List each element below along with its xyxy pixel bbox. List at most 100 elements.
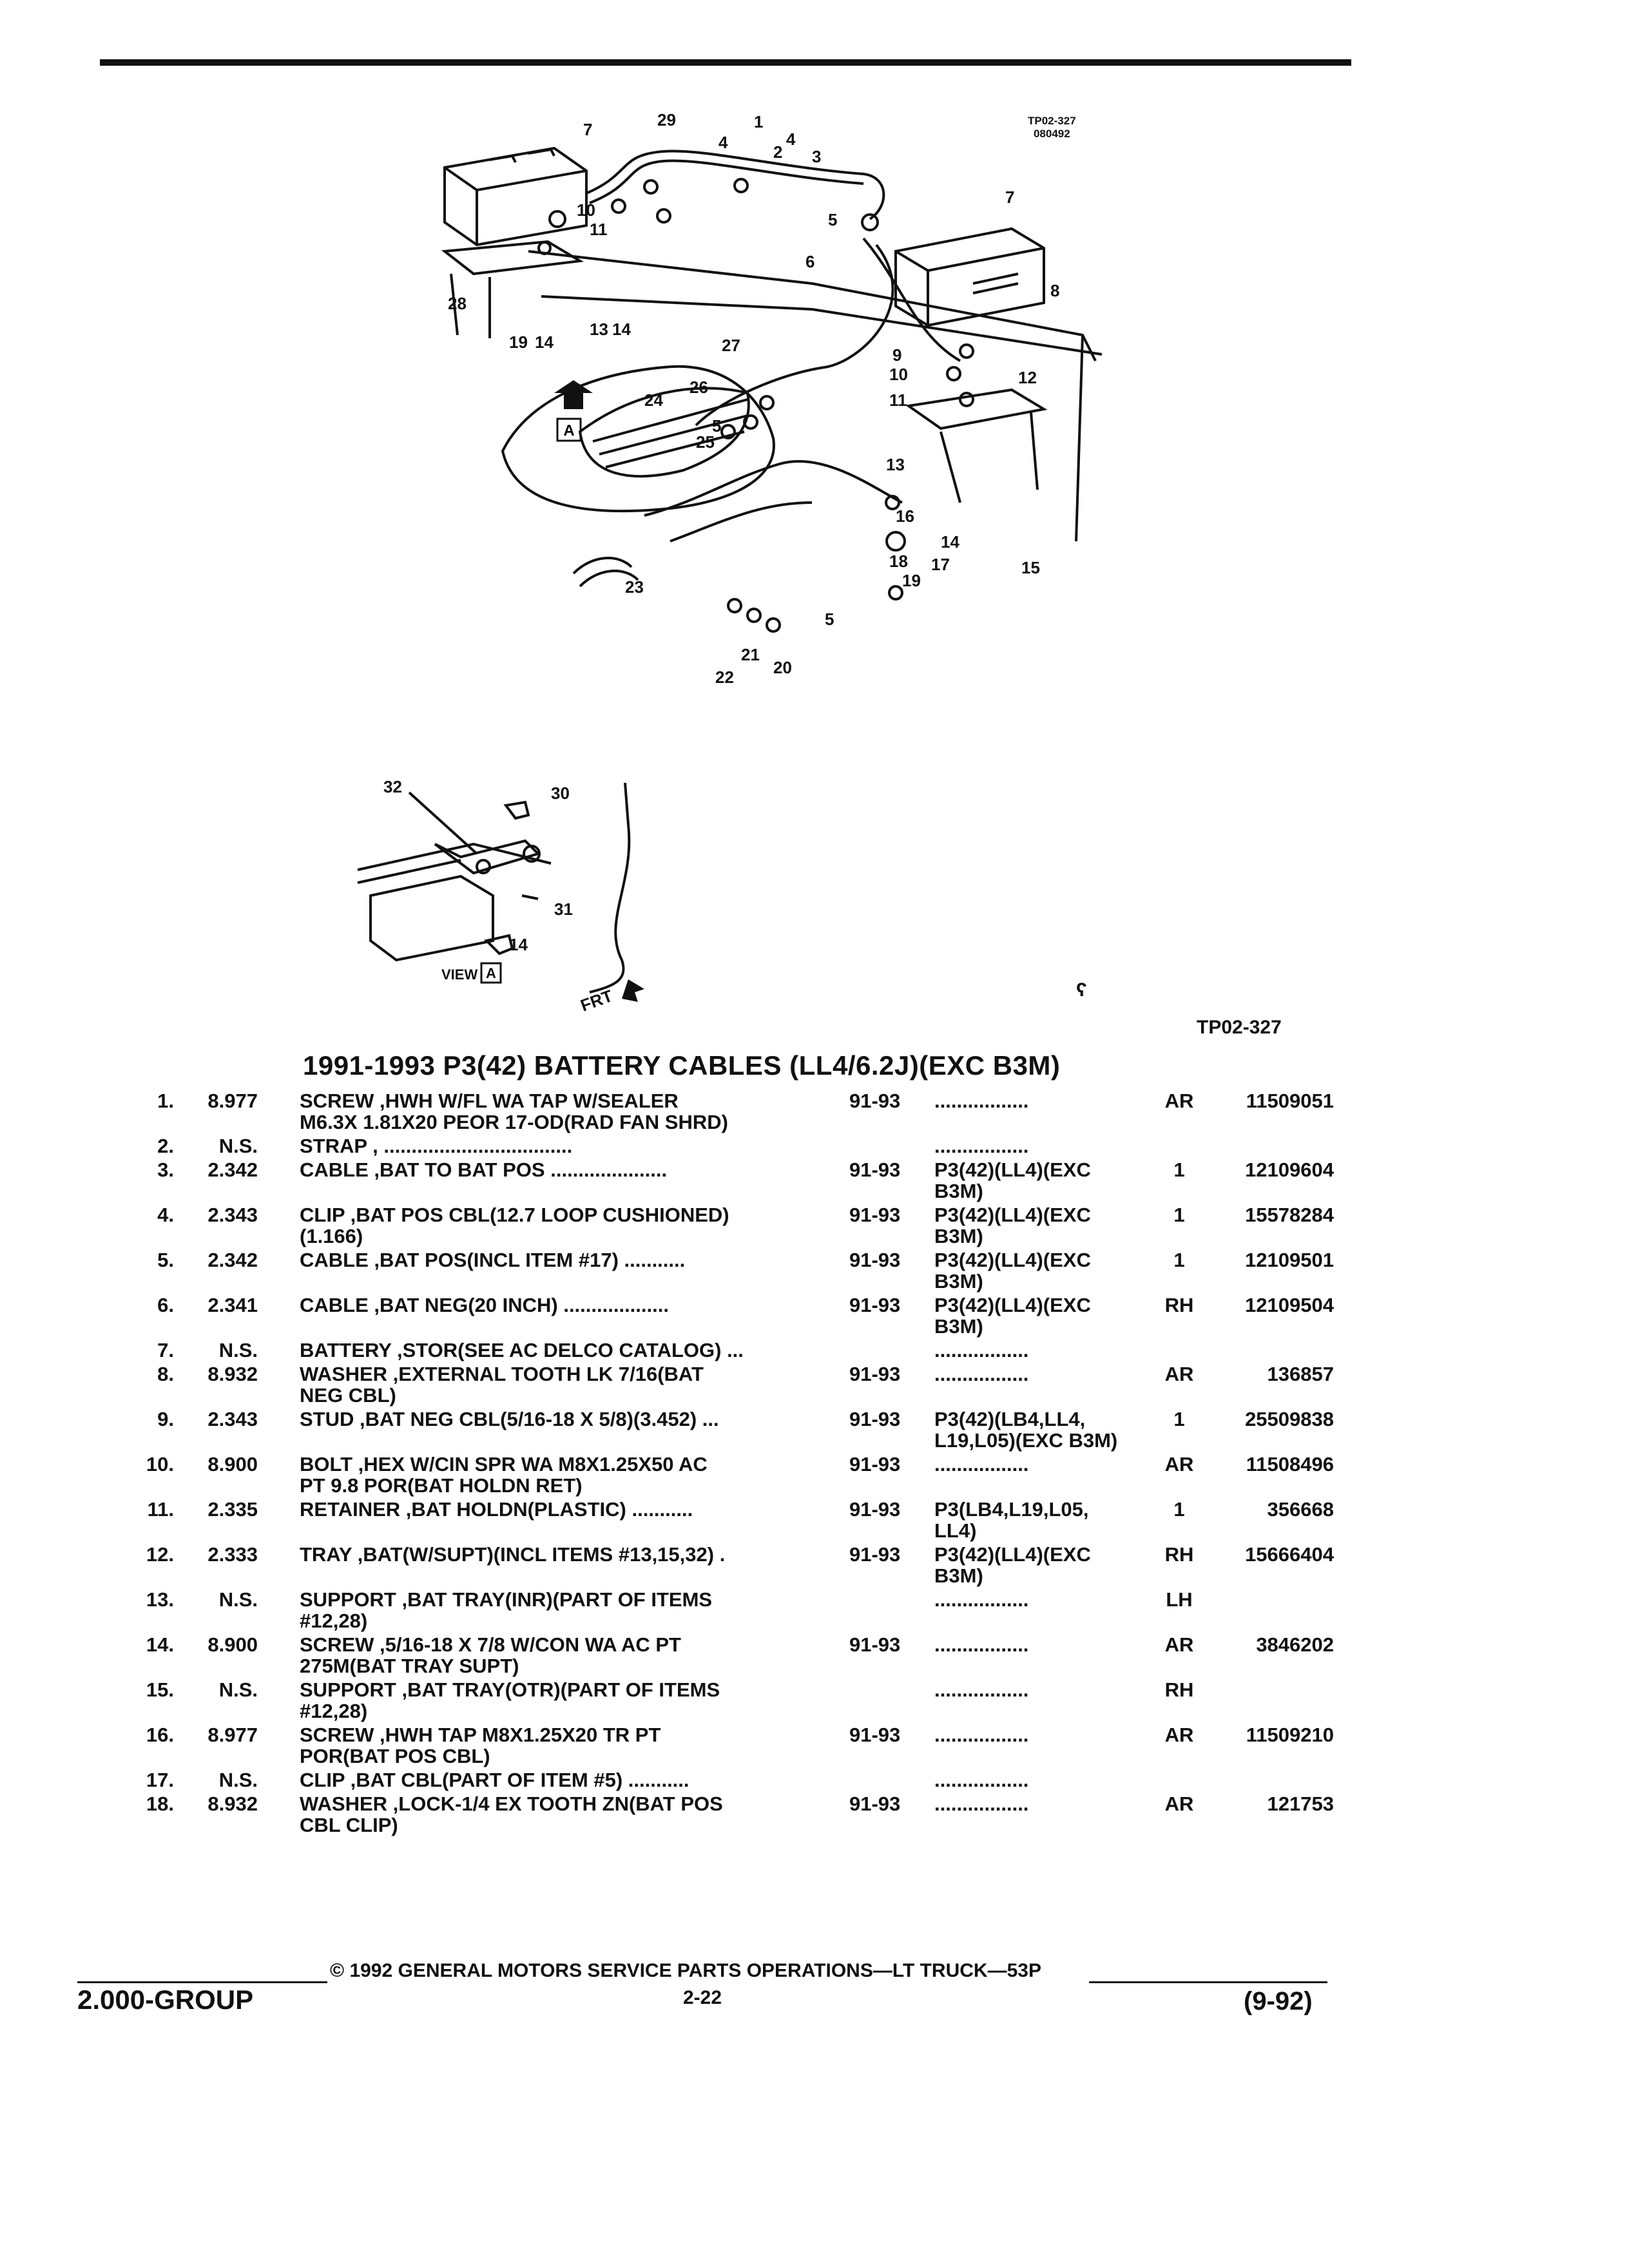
svg-text:28: 28 [448, 294, 467, 313]
item-number: 6. [157, 1294, 174, 1316]
parts-row: 2.N.S.STRAP , ..........................… [0, 1135, 1629, 1159]
application-line: ................. [934, 1792, 1029, 1815]
view-callout-30: 30 [551, 783, 570, 803]
parts-row: 7.N.S.BATTERY ,STOR(SEE AC DELCO CATALOG… [0, 1340, 1629, 1363]
application-line: ................. [934, 1090, 1029, 1112]
application: ................. [934, 1793, 1028, 1814]
part-description: SUPPORT ,BAT TRAY(OTR)(PART OF ITEMS#12,… [300, 1679, 720, 1722]
application: P3(42)(LB4,LL4,L19,L05)(EXC B3M) [934, 1408, 1117, 1451]
model-years: 91-93 [849, 1408, 901, 1430]
quantity: AR [1164, 1453, 1194, 1475]
footer-rule-left [77, 1981, 327, 1983]
item-number: 3. [157, 1158, 174, 1181]
description-line: #12,28) [300, 1700, 368, 1722]
part-number: 12109504 [1245, 1294, 1334, 1316]
group-number: 8.977 [207, 1724, 258, 1746]
svg-text:19: 19 [902, 571, 921, 590]
part-number: 11509210 [1246, 1724, 1334, 1746]
description-line: BATTERY ,STOR(SEE AC DELCO CATALOG) ... [300, 1339, 744, 1361]
model-years: 91-93 [849, 1543, 901, 1566]
item-number: 16. [146, 1724, 174, 1746]
frt-label: FRT [578, 986, 615, 1015]
application: ................. [934, 1589, 1028, 1610]
description-line: CLIP ,BAT CBL(PART OF ITEM #5) .........… [300, 1769, 689, 1791]
group-number: 2.343 [207, 1408, 258, 1430]
group-label: 2.000-GROUP [77, 1984, 254, 2015]
application-line: ................. [934, 1769, 1029, 1791]
application: ................. [934, 1724, 1028, 1745]
svg-text:11: 11 [590, 220, 608, 239]
group-number: 8.977 [207, 1090, 258, 1112]
application-line: ................. [934, 1453, 1029, 1475]
description-line: SUPPORT ,BAT TRAY(INR)(PART OF ITEMS [300, 1588, 713, 1611]
model-years: 91-93 [849, 1363, 901, 1385]
application-line: P3(LB4,L19,L05, [934, 1498, 1089, 1521]
group-number: N.S. [218, 1339, 258, 1361]
part-description: STRAP , ................................… [300, 1135, 572, 1157]
part-number: 12109604 [1245, 1158, 1334, 1181]
view-callout-14: 14 [509, 935, 528, 954]
part-description: CABLE ,BAT POS(INCL ITEM #17) ..........… [300, 1249, 685, 1271]
application-line: P3(42)(LL4)(EXC [934, 1543, 1091, 1566]
group-number: N.S. [218, 1678, 258, 1701]
view-a-inset-diagram: 32 30 31 14 VIEW A FRT [357, 777, 644, 1015]
item-number: 4. [157, 1204, 174, 1226]
part-description: RETAINER ,BAT HOLDN(PLASTIC) ........... [300, 1499, 693, 1520]
description-line: BOLT ,HEX W/CIN SPR WA M8X1.25X50 AC [300, 1453, 708, 1475]
svg-text:14: 14 [535, 332, 554, 352]
svg-text:10: 10 [577, 200, 595, 220]
top-rule [100, 59, 1351, 66]
quantity: RH [1164, 1678, 1194, 1701]
description-line: CABLE ,BAT POS(INCL ITEM #17) ..........… [300, 1249, 686, 1271]
svg-text:8: 8 [1050, 281, 1059, 300]
quantity: 1 [1173, 1204, 1185, 1226]
view-a-arrow-letter: A [563, 422, 574, 439]
model-years: 91-93 [849, 1633, 901, 1656]
part-description: CLIP ,BAT CBL(PART OF ITEM #5) .........… [300, 1769, 689, 1791]
svg-text:21: 21 [741, 645, 760, 664]
copyright-line: © 1992 GENERAL MOTORS SERVICE PARTS OPER… [330, 1960, 1041, 1981]
part-number: 3846202 [1256, 1633, 1334, 1656]
application-line: B3M) [934, 1225, 983, 1247]
svg-text:4: 4 [786, 130, 796, 149]
svg-text:13: 13 [886, 455, 905, 474]
quantity: RH [1164, 1543, 1194, 1566]
group-number: 8.932 [207, 1792, 258, 1815]
part-description: CABLE ,BAT NEG(20 INCH) ................… [300, 1294, 669, 1316]
quantity: 1 [1173, 1158, 1185, 1181]
quantity: 1 [1173, 1249, 1185, 1271]
description-line: CLIP ,BAT POS CBL(12.7 LOOP CUSHIONED) [300, 1204, 729, 1226]
svg-text:5: 5 [825, 610, 834, 629]
quantity: 1 [1173, 1408, 1185, 1430]
application-line: L19,L05)(EXC B3M) [934, 1429, 1118, 1452]
part-description: BATTERY ,STOR(SEE AC DELCO CATALOG) ... [300, 1340, 744, 1361]
application-line: ................. [934, 1135, 1029, 1157]
application-line: P3(42)(LL4)(EXC [934, 1158, 1091, 1181]
group-number: N.S. [218, 1769, 258, 1791]
item-number: 14. [146, 1633, 174, 1656]
svg-text:1: 1 [754, 112, 763, 131]
quantity: RH [1164, 1294, 1194, 1316]
model-years: 91-93 [849, 1090, 901, 1112]
model-years: 91-93 [849, 1453, 901, 1475]
group-number: 2.342 [207, 1249, 258, 1271]
application-line: ................. [934, 1633, 1029, 1656]
application-line: P3(42)(LL4)(EXC [934, 1204, 1091, 1226]
quantity: LH [1166, 1588, 1193, 1611]
item-number: 12. [146, 1543, 174, 1566]
margin-mark: ʕ [1076, 979, 1087, 1001]
description-line: CABLE ,BAT TO BAT POS ..................… [300, 1158, 668, 1181]
item-number: 9. [157, 1408, 174, 1430]
part-description: CABLE ,BAT TO BAT POS ..................… [300, 1159, 667, 1180]
part-number: 356668 [1267, 1498, 1334, 1521]
